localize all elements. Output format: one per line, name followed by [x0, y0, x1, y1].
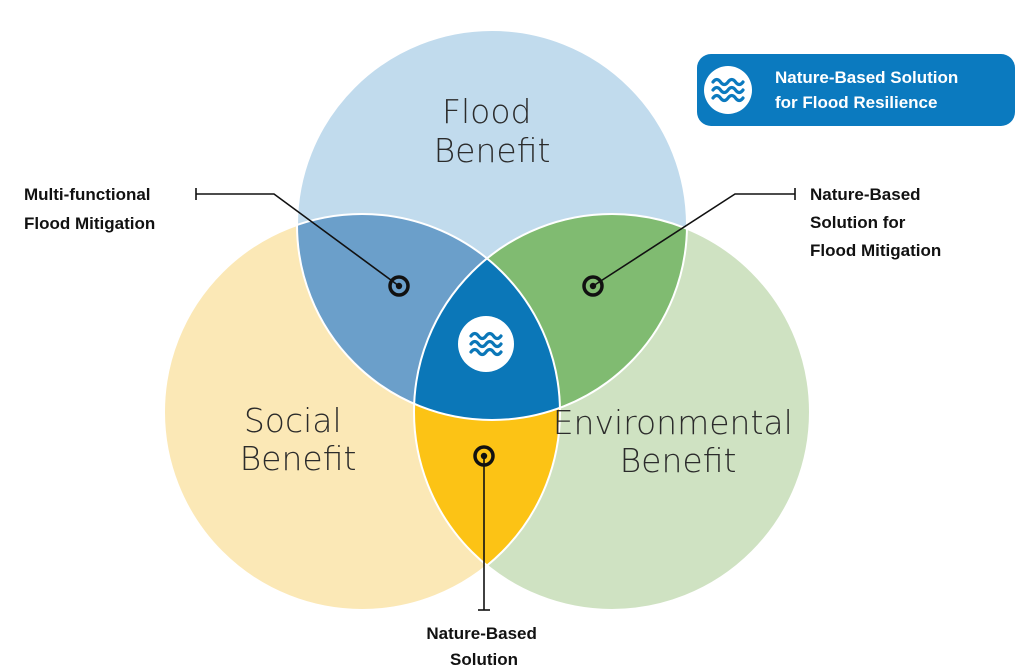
social-benefit-label: Social Benefit	[240, 401, 357, 478]
callout-nature-based-solution: Nature-Based Solution	[426, 624, 541, 669]
leader-lines	[195, 188, 796, 611]
center-overlap	[414, 214, 560, 420]
target-marker-flood-social	[388, 275, 410, 297]
flood-benefit-label: Flood Benefit	[434, 92, 551, 170]
callout-multi-functional: Multi-functional Flood Mitigation	[24, 185, 155, 233]
callout-nbs-flood-mitigation: Nature-Based Solution for Flood Mitigati…	[810, 185, 941, 260]
target-marker-flood-environmental	[582, 275, 604, 297]
environmental-benefit-label: Environmental Benefit	[553, 403, 804, 480]
svg-text:Nature-Based Solution fo: Nature-Based Solution for Flood Resilien…	[775, 68, 963, 112]
center-waves-icon	[458, 316, 514, 372]
nbs-flood-resilience-badge: Nature-Based Solution for Flood Resilien…	[697, 54, 1015, 126]
target-marker-social-environmental	[473, 445, 495, 467]
